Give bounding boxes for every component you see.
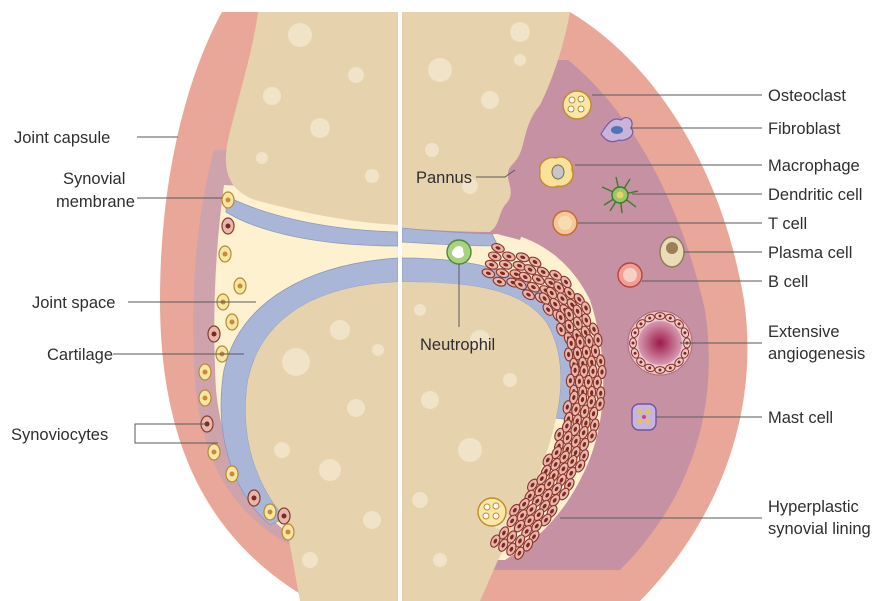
label-cartilage: Cartilage [47,346,113,364]
center-divider [398,0,402,601]
b-cell [618,263,642,287]
healthy-joint-half [160,12,398,601]
osteoclast-cell-lower [478,498,506,526]
label-extensive-angiogenesis-line2: angiogenesis [768,345,865,363]
endothelial-cell [655,367,665,374]
label-synovial-membrane-line1: Synovial [63,170,125,188]
label-macrophage: Macrophage [768,157,860,175]
label-osteoclast: Osteoclast [768,87,846,105]
label-hyperplastic-line2: synovial lining [768,520,871,538]
mast-cell [632,404,656,430]
label-pannus: Pannus [416,169,472,187]
neutrophil-cell [447,240,471,264]
label-joint-space: Joint space [32,294,115,312]
label-synoviocytes: Synoviocytes [11,426,108,444]
endothelial-cell [655,313,665,320]
label-plasma-cell: Plasma cell [768,244,852,262]
macrophage-cell [540,157,573,187]
t-cell [553,211,577,235]
label-joint-capsule: Joint capsule [14,129,110,147]
label-neutrophil: Neutrophil [420,336,495,354]
osteoclast-cell [563,91,591,119]
label-t-cell: T cell [768,215,807,233]
plasma-cell [660,237,684,267]
label-dendritic-cell: Dendritic cell [768,186,862,204]
endothelial-cell [630,338,637,348]
label-mast-cell: Mast cell [768,409,833,427]
label-synovial-membrane-line2: membrane [56,193,135,211]
label-hyperplastic-line1: Hyperplastic [768,498,859,516]
label-extensive-angiogenesis-line1: Extensive [768,323,840,341]
label-fibroblast: Fibroblast [768,120,841,138]
label-b-cell: B cell [768,273,808,291]
